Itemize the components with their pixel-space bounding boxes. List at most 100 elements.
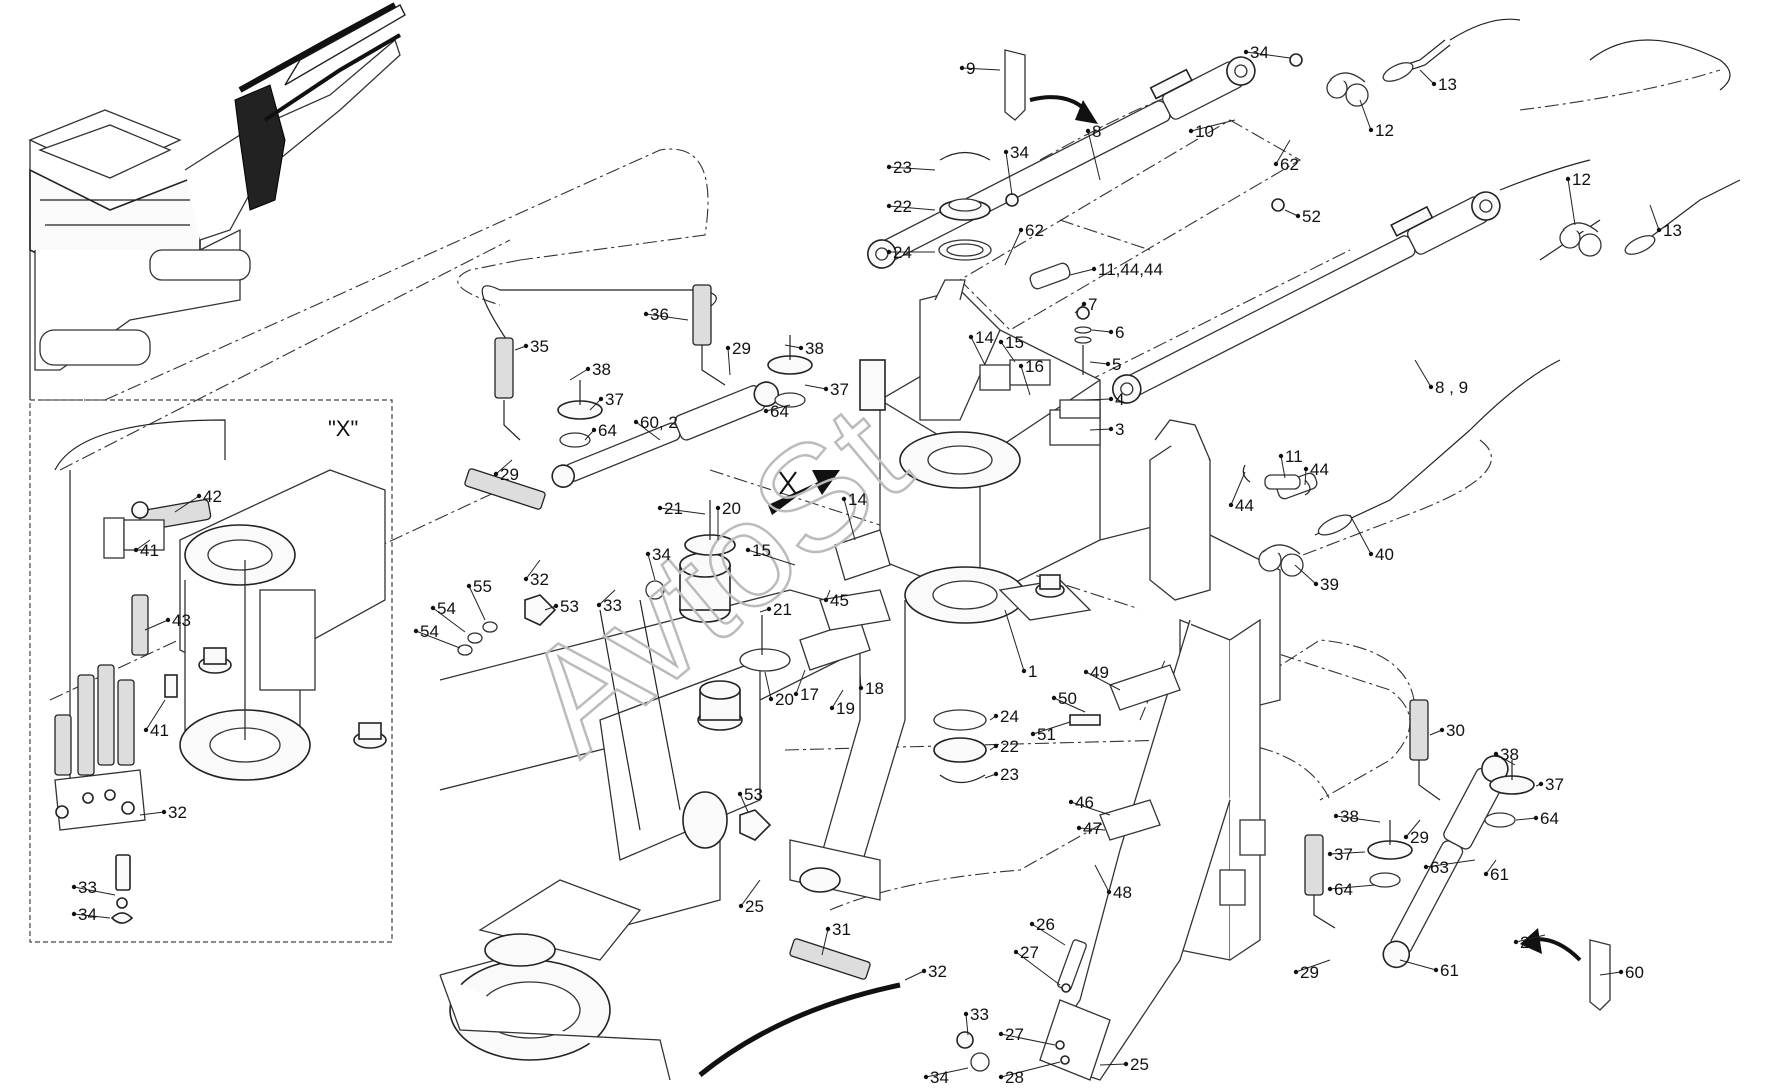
leader-line (1567, 178, 1576, 226)
callout-number: 29 (732, 339, 751, 358)
callout-c-20-a: 20 (715, 499, 741, 540)
callout-number: 8 , 9 (1435, 378, 1468, 397)
callout-number: 31 (832, 920, 851, 939)
leader-line (145, 699, 166, 731)
callout-number: 34 (78, 905, 97, 924)
leader-dot (768, 696, 774, 702)
small-hardware-parts (457, 49, 1611, 1072)
callout-number: 60, 2 (640, 413, 678, 432)
leader-dot (998, 1074, 1004, 1080)
leader-line (1405, 819, 1421, 838)
leader-dot (1533, 815, 1539, 821)
callout-number: 11 (1285, 447, 1303, 466)
leader-dot (1018, 363, 1024, 369)
callout-c-64-a: 64 (763, 402, 791, 421)
callout-number: 4 (1115, 390, 1124, 409)
direction-arrows (768, 95, 1582, 962)
callout-c-32-a: 32 (523, 559, 549, 589)
callout-number: 23 (1000, 765, 1019, 784)
callout-number: 41 (150, 721, 169, 740)
callout-c-34-top: 34 (1243, 43, 1291, 62)
leader-dot (725, 345, 731, 351)
leader-dot (1368, 551, 1374, 557)
callout-c-24-top: 24 (886, 243, 935, 262)
leader-line (843, 498, 856, 541)
callout-c-20-b: 20 (764, 671, 794, 709)
leader-line (432, 607, 466, 633)
leader-dot (963, 1011, 969, 1017)
callout-number: 52 (1302, 207, 1321, 226)
callout-number: 38 (805, 339, 824, 358)
leader-line (1053, 697, 1086, 713)
callout-c-64-c: 64 (1515, 809, 1559, 828)
callout-c-34-mid: 34 (1003, 143, 1029, 196)
leader-dot (1273, 161, 1279, 167)
callout-c-54-a: 54 (430, 599, 466, 633)
leader-dot (825, 926, 831, 932)
leader-line (1335, 815, 1381, 823)
callout-number: 18 (865, 679, 884, 698)
leader-line (73, 913, 111, 919)
callout-number: 32 (168, 803, 187, 822)
callout-c-24-mid: 24 (989, 707, 1019, 726)
leader-dot (993, 713, 999, 719)
callout-number: 46 (1075, 793, 1094, 812)
callout-number: 45 (830, 591, 849, 610)
callout-c-44-b: 44 (1228, 471, 1254, 515)
callout-number: 37 (1334, 845, 1353, 864)
leader-dot (998, 339, 1004, 345)
leader-dot (1108, 426, 1114, 432)
leader-dot (430, 605, 436, 611)
callout-number: 51 (1037, 725, 1056, 744)
callout-c-16: 16 (1018, 357, 1044, 396)
leader-dot (823, 386, 829, 392)
callout-number: 20 (722, 499, 741, 518)
leader-line (174, 495, 200, 513)
leader-line (415, 630, 461, 649)
leader-dot (1368, 127, 1374, 133)
hydraulic-hoses (464, 284, 1441, 1077)
leader-line (904, 970, 925, 981)
callout-number: 29 (500, 465, 519, 484)
leader-dot (1313, 581, 1319, 587)
callout-c-32-b: 32 (904, 962, 947, 981)
callout-number: 3 (1115, 420, 1124, 439)
leader-dot (1105, 361, 1111, 367)
leader-dot (1013, 949, 1019, 955)
callout-c-45: 45 (823, 589, 849, 610)
leader-dot (71, 884, 77, 890)
leader-line (1004, 609, 1025, 672)
leader-line (831, 689, 844, 709)
leader-line (1031, 923, 1066, 946)
leader-line (598, 589, 616, 606)
leader-line (1000, 1061, 1061, 1078)
leader-dot (1538, 781, 1544, 787)
leader-dot (1021, 668, 1027, 674)
callout-number: 37 (605, 390, 624, 409)
leader-line (970, 336, 986, 366)
callout-c-55: 55 (466, 577, 492, 621)
leader-dot (165, 617, 171, 623)
callout-number: 21 (664, 499, 683, 518)
callout-number: 33 (603, 596, 622, 615)
callout-number: 64 (770, 402, 789, 421)
leader-dot (763, 408, 769, 414)
leader-line (1094, 864, 1110, 893)
leader-line (1015, 951, 1061, 986)
callout-number: 7 (1088, 295, 1097, 314)
leader-line (1020, 365, 1031, 396)
leader-line (747, 549, 796, 566)
leader-dot (766, 606, 772, 612)
callout-number: 29 (1300, 963, 1319, 982)
leader-line (727, 347, 731, 376)
leader-dot (886, 249, 892, 255)
leader-dot (738, 903, 744, 909)
callout-number: 27 (1005, 1025, 1024, 1044)
callout-number: 23 (893, 158, 912, 177)
leader-line (925, 1067, 969, 1078)
leader-line (1485, 859, 1497, 875)
leader-dot (196, 493, 202, 499)
leader-line (1078, 827, 1106, 831)
leader-line (495, 459, 513, 475)
leader-line (1284, 209, 1299, 217)
